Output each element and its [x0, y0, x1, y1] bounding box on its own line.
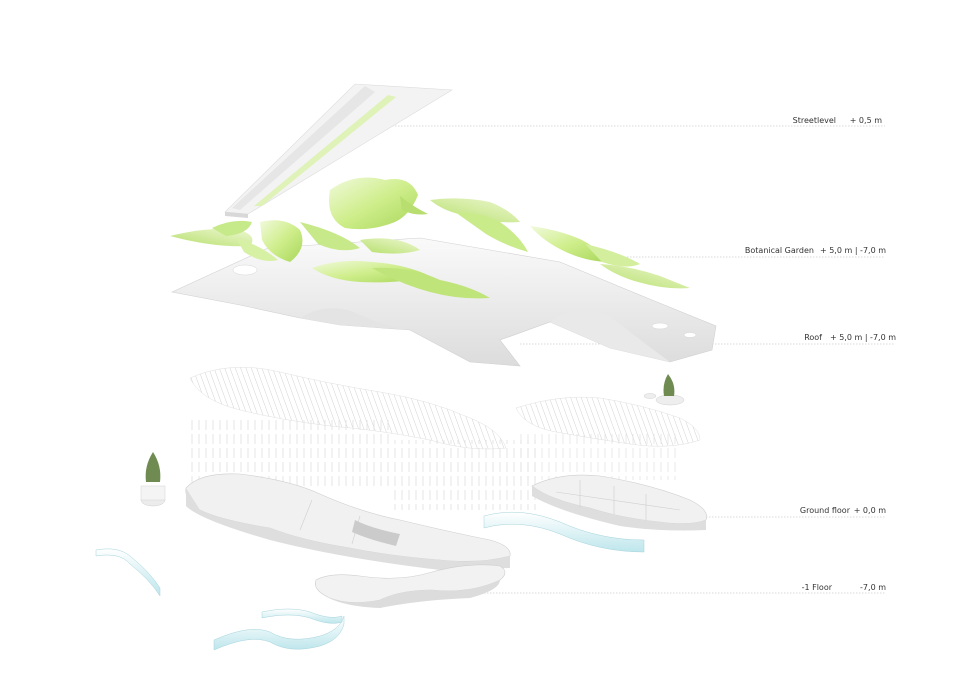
level-elevation-botanical-garden: + 5,0 m | -7,0 m	[819, 246, 886, 255]
level-elevation-ground-floor: + 0,0 m	[853, 506, 886, 515]
structure-grid-layer	[189, 366, 701, 510]
roof-slab	[171, 237, 717, 367]
glass-facades	[95, 511, 645, 651]
streetlevel-ramp	[224, 83, 453, 218]
level-elevation-streetlevel: + 0,5 m	[849, 116, 882, 125]
tree-left	[140, 452, 166, 507]
level-name-minus1-floor: -1 Floor	[801, 583, 832, 592]
level-name-ground-floor: Ground floor	[799, 506, 850, 515]
level-name-roof: Roof	[804, 333, 822, 342]
level-elevation-minus1-floor: -7,0 m	[860, 583, 886, 592]
level-elevation-roof: + 5,0 m | -7,0 m	[829, 333, 896, 342]
level-name-streetlevel: Streetlevel	[792, 116, 836, 125]
level-name-botanical-garden: Botanical Garden	[744, 246, 814, 255]
botanical-garden-plantings	[170, 177, 690, 299]
tree-right	[643, 374, 685, 406]
minus1-floor-slab	[315, 564, 506, 608]
ground-floor-slab	[185, 473, 707, 570]
